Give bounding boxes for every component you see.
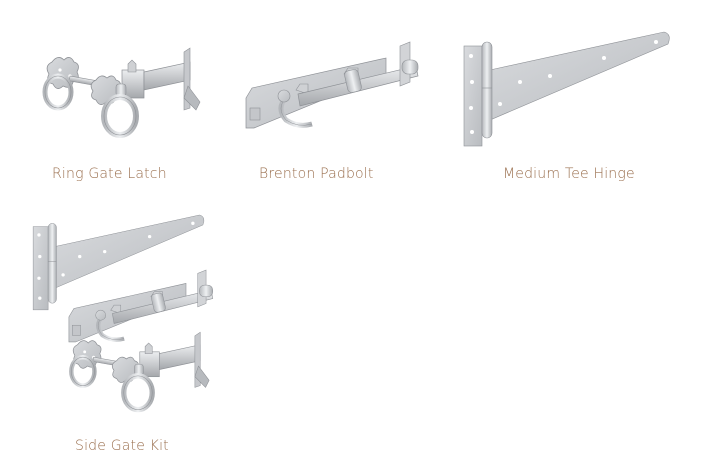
product-ring-gate-latch[interactable]: Ring Gate Latch (0, 0, 236, 200)
tee-hinge-image (463, 31, 670, 147)
product-side-gate-kit[interactable]: Side Gate Kit (0, 200, 260, 470)
side-gate-kit-latch-image (58, 325, 218, 432)
product-label[interactable]: Side Gate Kit (75, 438, 169, 454)
product-label[interactable]: Ring Gate Latch (52, 166, 167, 182)
product-brenton-padbolt[interactable]: Brenton Padbolt (236, 0, 450, 200)
product-medium-tee-hinge[interactable]: Medium Tee Hinge (450, 0, 708, 200)
product-label[interactable]: Brenton Padbolt (259, 166, 374, 182)
product-label[interactable]: Medium Tee Hinge (503, 166, 635, 182)
ring-gate-latch-image (30, 40, 210, 160)
padbolt-image (236, 30, 426, 140)
